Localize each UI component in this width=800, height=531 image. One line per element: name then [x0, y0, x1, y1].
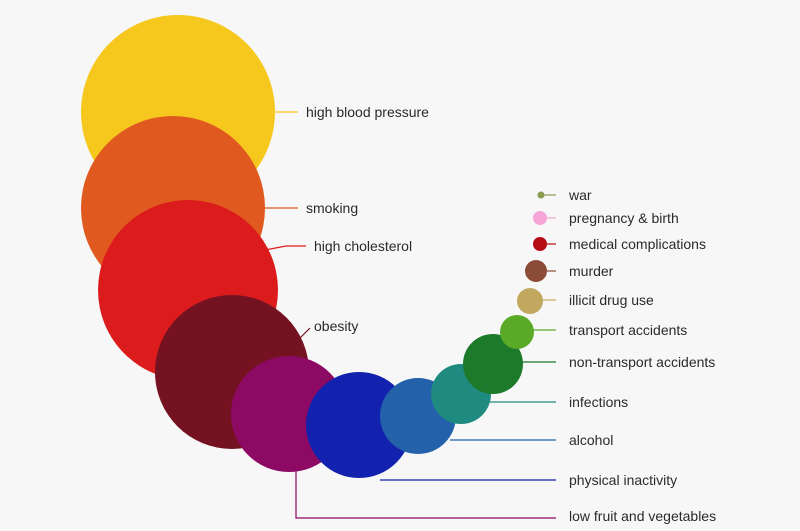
label-non-transport-accidents: non-transport accidents: [569, 354, 715, 370]
label-alcohol: alcohol: [569, 432, 613, 448]
leader-line-obesity: [297, 327, 311, 341]
leader-line-low-fruit-and-vegetables: [295, 470, 556, 519]
label-high-blood-pressure: high blood pressure: [306, 104, 429, 120]
bubble-illicit-drug-use: [517, 288, 543, 314]
label-high-cholesterol: high cholesterol: [314, 238, 412, 254]
bubble-non-transport-accidents: [463, 334, 523, 394]
label-medical-complications: medical complications: [569, 236, 706, 252]
bubble-pregnancy-and-birth: [533, 211, 547, 225]
label-low-fruit-and-vegetables: low fruit and vegetables: [569, 508, 716, 524]
bubble-transport-accidents: [500, 315, 534, 349]
label-transport-accidents: transport accidents: [569, 322, 687, 338]
bubble-war: [537, 191, 545, 199]
label-infections: infections: [569, 394, 628, 410]
label-smoking: smoking: [306, 200, 358, 216]
label-illicit-drug-use: illicit drug use: [569, 292, 654, 308]
bubbles: [81, 15, 547, 478]
labels: high blood pressure smoking high cholester…: [306, 104, 716, 524]
leader-line-high-cholesterol: [264, 245, 306, 251]
label-obesity: obesity: [314, 318, 358, 334]
label-pregnancy-and-birth: pregnancy & birth: [569, 210, 679, 226]
bubble-medical-complications: [533, 237, 547, 251]
label-murder: murder: [569, 263, 614, 279]
bubble-murder: [525, 260, 547, 282]
leader-lines: [264, 111, 556, 519]
label-war: war: [568, 187, 592, 203]
label-physical-inactivity: physical inactivity: [569, 472, 677, 488]
